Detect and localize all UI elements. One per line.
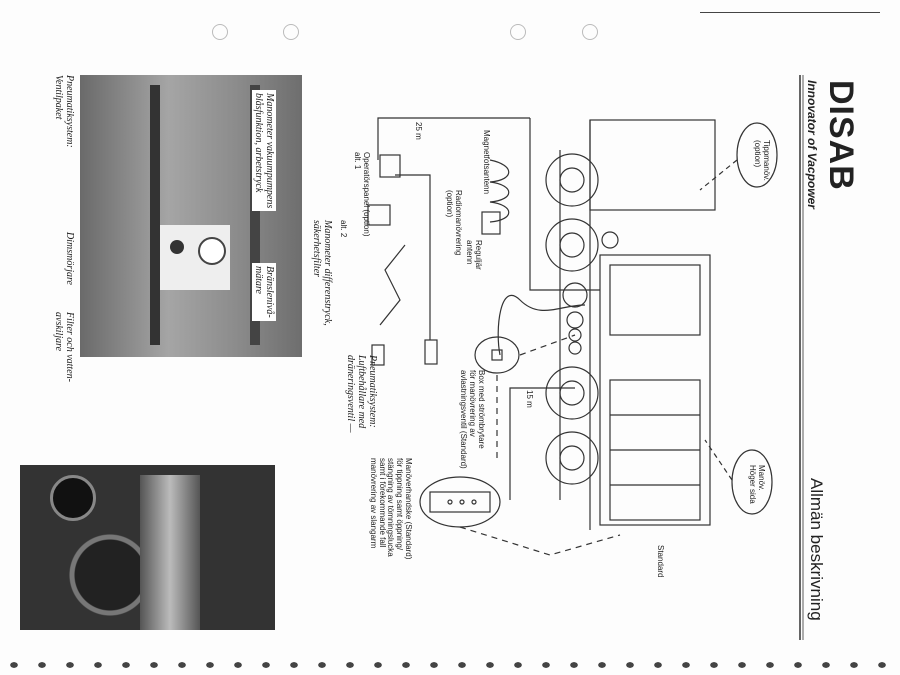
label-line: Pneumatiksystem:	[64, 75, 75, 148]
callout-line: avlastningsventil (Standard)	[459, 370, 469, 469]
callout-line: alt. 1	[353, 152, 363, 170]
callout-line: för manövrering av	[468, 370, 478, 437]
callout-line: Box med strömbrytare	[477, 370, 486, 449]
label-line: avskiljare	[53, 312, 64, 352]
page-edge	[700, 12, 880, 13]
label-filter: Filter och vatten-avskiljare	[53, 312, 75, 382]
air-tank-photo	[20, 465, 275, 630]
binder-hole	[510, 24, 526, 40]
label-line: Filter och vatten-	[64, 312, 75, 382]
air-tank	[140, 475, 200, 630]
operator-panel-label: Operatörspanel (option)alt. 1	[352, 152, 371, 237]
cable-15m-label: 15 m	[525, 390, 534, 408]
callout-line: Höger sida	[748, 465, 758, 504]
label-line: Ventilpaket	[53, 75, 64, 120]
binder-hole	[283, 24, 299, 40]
glove-label: Manöverhandske (Standard)för tippning sa…	[368, 458, 413, 560]
standard-label: Standard	[656, 545, 665, 578]
caption-line: Pneumatiksystem:	[367, 355, 378, 428]
disab-logo: DISAB	[822, 80, 860, 191]
caption-manometer: Manometer differenstryck,säkerhetsfilter	[311, 220, 333, 326]
callout-line: Tippmanöv.	[762, 140, 771, 181]
radio-label: Radiomanövrering(option)	[444, 190, 463, 256]
magnet-antenna-label: Magnetfotsantenn	[482, 130, 491, 195]
binder-edge	[0, 655, 900, 675]
gauge	[170, 240, 184, 254]
callout-line: antenn	[465, 240, 475, 265]
callout-line: Operatörspanel (option)	[362, 152, 371, 237]
label-dimsmorjare: Dimsmörjare	[64, 232, 75, 285]
page-title: Allmän beskrivning	[807, 478, 826, 621]
binder-hole	[212, 24, 228, 40]
label-line: mätare	[253, 266, 264, 294]
binder-hole	[582, 24, 598, 40]
frame-bar	[150, 85, 160, 345]
label-line: Manometer vakuumpumpens	[264, 93, 275, 209]
cable-25m-label: 25 m	[414, 122, 423, 140]
callout-line: stängning av tömningslucka	[386, 458, 396, 557]
callout-line: Manöv.	[757, 465, 766, 491]
callout-line: (option)	[753, 140, 763, 168]
label-ventil: Pneumatiksystem:Ventilpaket	[53, 75, 75, 148]
callout-line: manövrering av slangarm	[368, 458, 378, 549]
fan	[50, 475, 96, 521]
caption-line: Luftbehållare med	[356, 355, 367, 429]
caption-line: säkerhetsfilter	[311, 220, 322, 278]
caption-line: Manometer differenstryck,	[322, 220, 333, 326]
callout-line: Manöverhandske (Standard)	[404, 458, 413, 560]
frame-bar	[250, 85, 260, 345]
alt2-label: alt. 2	[339, 220, 348, 238]
gauge	[198, 237, 226, 265]
logo-tagline: Innovator of Vacpower	[805, 80, 819, 209]
label-bransle: Bränslenivå-mätare	[252, 263, 276, 321]
caption-line: dräneringsventil —	[345, 355, 356, 433]
callout-line: Radiomanövrering	[454, 190, 463, 256]
callout-line: Reguljär	[474, 240, 483, 270]
label-line: blåsfunktion, arbetstryck	[253, 93, 264, 193]
callout-line: för tippning samt öppning/	[395, 458, 405, 551]
callout-line: (option)	[445, 190, 455, 218]
callout-tipp: Tippmanöv.(option)	[752, 140, 771, 181]
callout-hoger: Manöv.Höger sida	[747, 465, 766, 504]
label-line: Bränslenivå-	[264, 266, 275, 318]
callout-line: samt i förekommande fall	[377, 458, 387, 548]
